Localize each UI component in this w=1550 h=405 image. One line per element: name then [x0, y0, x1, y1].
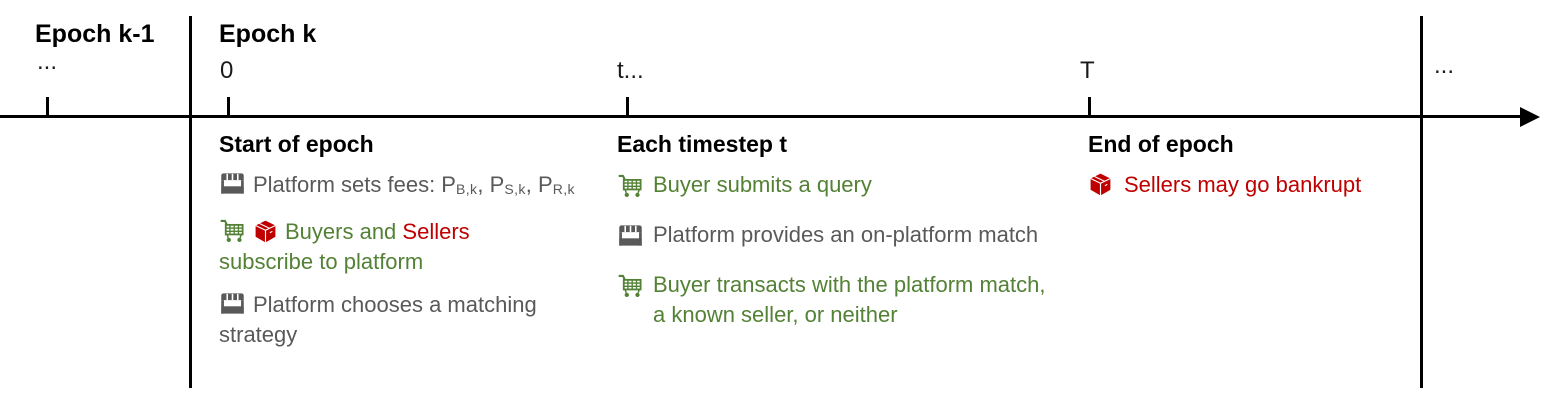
epoch-boundary-start: [189, 16, 192, 388]
next-ellipsis-label: ...: [1434, 52, 1455, 79]
epoch-boundary-end: [1420, 16, 1423, 388]
time-0-label: 0: [220, 57, 234, 84]
storefront-icon: [219, 172, 253, 197]
storefront-icon: [617, 220, 653, 257]
event-buyer-submits-query: Buyer submits a query: [617, 170, 1055, 207]
event-buyer-transacts: Buyer transacts with the platform match,…: [617, 270, 1055, 330]
tick-mark-T: [1088, 97, 1091, 116]
cart-icon: [617, 170, 653, 207]
event-text: Platform sets fees:: [253, 172, 442, 197]
column-heading: Each timestep t: [617, 131, 787, 157]
column-end-of-epoch: End of epoch Sellers may go bankrupt: [1088, 130, 1408, 218]
fee-term: PR,k: [538, 172, 575, 197]
tick-mark-prev: [46, 97, 49, 116]
event-text: Sellers may go bankrupt: [1124, 172, 1362, 197]
column-start-of-epoch: Start of epoch Platform sets fees: PB,k,…: [219, 130, 595, 363]
cart-icon: [617, 270, 653, 330]
tick-mark-t: [626, 97, 629, 116]
event-text: Platform chooses a matching strategy: [219, 292, 537, 347]
event-text: Buyer transacts with the platform match,…: [653, 272, 1046, 327]
prev-ellipsis-label: ...: [37, 48, 58, 75]
event-platform-sets-fees: Platform sets fees: PB,k, PS,k, PR,k: [219, 170, 595, 204]
event-text: Sellers: [402, 219, 470, 244]
column-heading: End of epoch: [1088, 131, 1234, 157]
event-text: subscribe to platform: [219, 249, 424, 274]
epoch-current-label: Epoch k: [219, 20, 317, 48]
event-text: Platform provides an on-platform match: [653, 222, 1039, 247]
cart-icon: [219, 219, 253, 244]
column-each-timestep: Each timestep t Buyer submits a query Pl…: [617, 130, 1055, 343]
timeline-axis: [0, 115, 1522, 118]
storefront-icon: [219, 292, 253, 317]
event-text: Buyers and: [285, 219, 403, 244]
box-icon: [253, 219, 285, 244]
time-t-label: t...: [617, 57, 644, 84]
epoch-prev-label: Epoch k-1: [35, 20, 155, 48]
event-text: Buyer submits a query: [653, 172, 872, 197]
box-icon: [1088, 170, 1124, 205]
timeline-arrowhead-icon: [1520, 106, 1540, 127]
event-buyers-sellers-subscribe: Buyers and Sellers subscribe to platform: [219, 217, 595, 277]
fee-term: PB,k,: [441, 172, 490, 197]
column-heading: Start of epoch: [219, 131, 374, 157]
event-platform-matching-strategy: Platform chooses a matching strategy: [219, 290, 595, 350]
time-T-label: T: [1080, 57, 1095, 84]
event-sellers-bankrupt: Sellers may go bankrupt: [1088, 170, 1408, 205]
tick-mark-0: [227, 97, 230, 116]
fee-term: PS,k,: [489, 172, 539, 197]
event-platform-provides-match: Platform provides an on-platform match: [617, 220, 1055, 257]
